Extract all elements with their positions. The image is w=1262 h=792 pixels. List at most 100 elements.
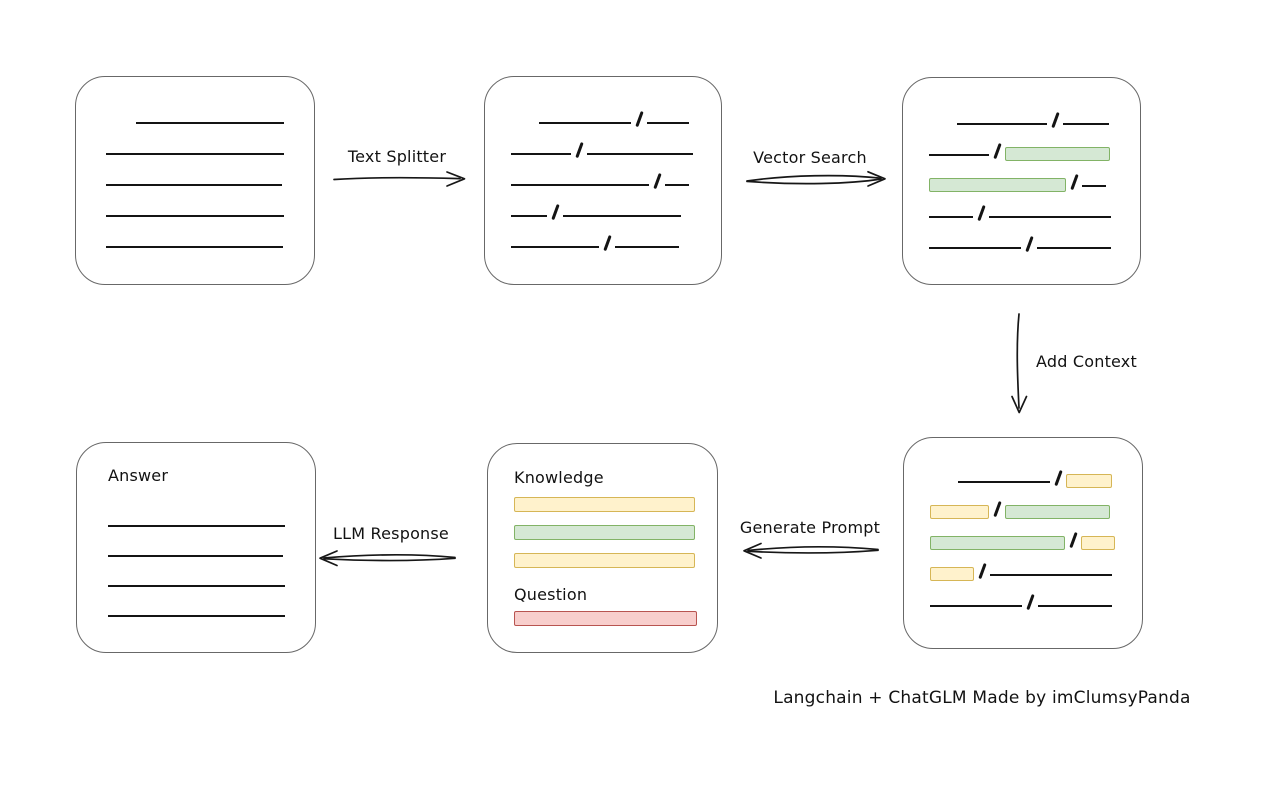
yellow-bar [514,497,695,512]
text-line [106,246,283,248]
text-line [929,154,989,156]
text-splitter-arrow-shaft [333,176,461,181]
text-line [108,555,283,557]
separator-slash-wrap [989,501,1005,517]
text-splitter-arrow-head [446,171,466,187]
text-row [930,453,1142,488]
text-line [539,122,631,124]
vector-search-arrow [746,170,886,187]
text-row [929,95,1140,128]
text-line [511,184,649,186]
vector-search-arrow-head [867,170,886,187]
knowledge-label: Knowledge [514,468,604,487]
separator-slash-wrap [547,204,563,220]
node-split-text [484,76,722,285]
text-row [108,498,315,528]
text-row [930,515,1142,550]
text-line [647,122,689,124]
text-row [511,94,721,127]
text-line [957,123,1047,125]
separator-slash-wrap [1066,174,1082,190]
context-result-lines [904,438,1142,610]
yellow-chunk [1081,536,1115,550]
text-line [1082,185,1106,187]
text-line [136,122,284,124]
text-line [1063,123,1109,125]
yellow-chunk [1066,474,1112,488]
text-row [929,157,1140,192]
separator-slash [1026,594,1034,610]
text-row [511,156,721,189]
text-line [665,184,689,186]
text-splitter-arrow [333,171,466,187]
vector-search-arrow-shaft-bottom [746,178,882,185]
edge-label-text-splitter: Text Splitter [347,147,447,166]
text-row [929,219,1140,252]
node-answer: Answer [76,442,316,653]
text-line [587,153,693,155]
edge-label-vector-search: Vector Search [753,148,867,167]
green-bar [514,525,695,540]
text-row [108,588,315,618]
separator-slash-wrap [1065,532,1081,548]
answer-label: Answer [108,466,169,485]
llm-response-arrow-head [319,550,338,567]
separator-slash [1025,236,1033,252]
green-chunk [1005,147,1110,161]
text-row [930,546,1142,581]
separator-slash-wrap [1050,470,1066,486]
text-line [958,481,1050,483]
text-row [108,558,315,588]
text-row [930,577,1142,610]
node-source-document [75,76,315,285]
generate-prompt-arrow [743,542,879,559]
separator-slash [603,235,611,251]
green-chunk [930,536,1065,550]
yellow-bar [514,553,695,568]
add-context-arrow-head [1011,395,1028,414]
add-context-arrow [1011,313,1028,414]
separator-slash-wrap [631,111,647,127]
text-line [106,153,284,155]
text-line [990,574,1112,576]
text-row [929,126,1140,161]
node-prompt: Knowledge Question [487,443,718,653]
generate-prompt-arrow-shaft-top [747,545,879,552]
separator-slash-wrap [974,563,990,579]
document-lines [76,77,314,249]
text-line [106,184,282,186]
generate-prompt-arrow-head [743,542,762,559]
text-row [106,156,314,187]
separator-slash-wrap [649,173,665,189]
yellow-chunk [930,505,989,519]
text-line [615,246,679,248]
text-line [929,216,973,218]
separator-slash-wrap [1021,236,1037,252]
edge-label-llm-response: LLM Response [333,524,449,543]
answer-lines [108,498,315,618]
text-line [108,525,285,527]
red-bar [514,611,697,626]
green-chunk [1005,505,1110,519]
text-line [1038,605,1112,607]
yellow-chunk [930,567,974,581]
text-row [106,218,314,249]
separator-slash-wrap [1022,594,1038,610]
generate-prompt-arrow-shaft-bottom [747,549,879,554]
split-text-lines [485,77,721,251]
separator-slash-wrap [973,205,989,221]
knowledge-bars [514,497,717,568]
text-row [511,125,721,158]
text-line [930,605,1022,607]
separator-slash-wrap [989,143,1005,159]
text-row [511,187,721,220]
edge-label-add-context: Add Context [1036,352,1137,371]
text-line [108,615,285,617]
diagram-caption: Langchain + ChatGLM Made by imClumsyPand… [773,688,1191,708]
text-line [563,215,681,217]
text-line [108,585,285,587]
llm-response-arrow [319,550,456,567]
text-line [106,215,284,217]
text-line [989,216,1111,218]
